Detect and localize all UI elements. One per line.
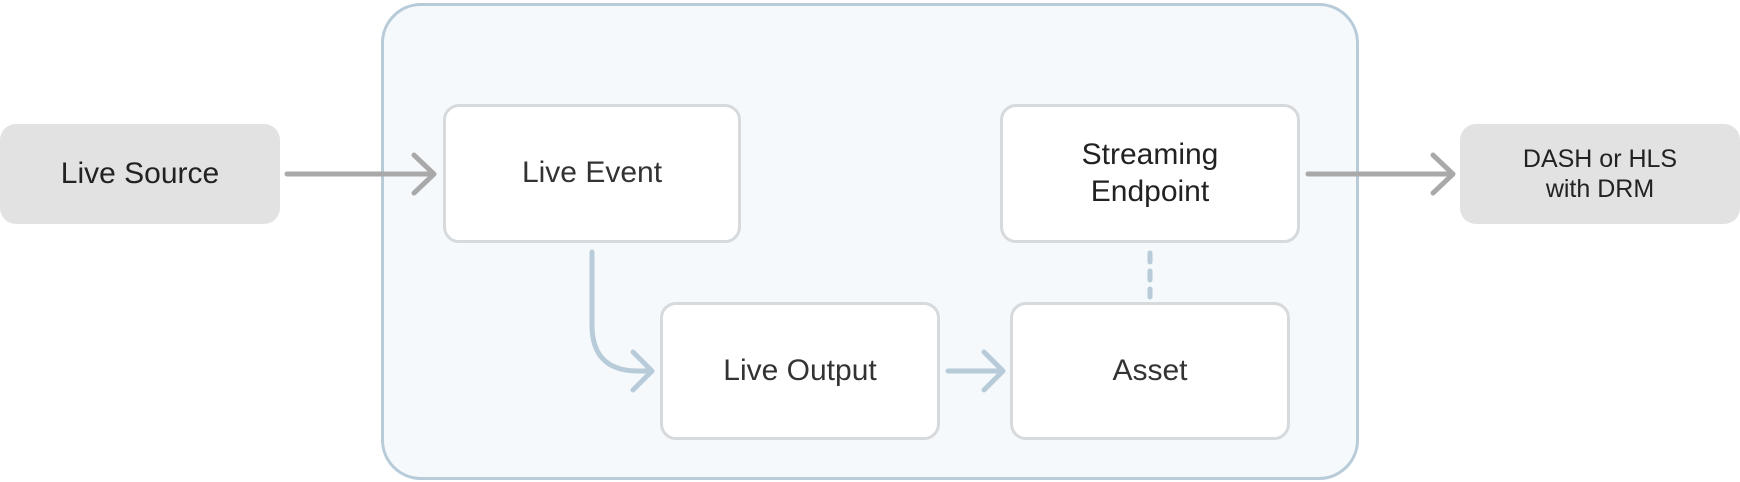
streaming-endpoint-label: Streaming Endpoint (1082, 137, 1219, 210)
live-output-label: Live Output (723, 353, 877, 387)
arrow-live-source-to-live-event (284, 152, 437, 196)
asset-node: Asset (1010, 302, 1290, 440)
asset-label: Asset (1112, 353, 1188, 387)
live-source-label: Live Source (60, 156, 220, 190)
streaming-endpoint-node: Streaming Endpoint (1000, 104, 1300, 243)
dash-hls-drm-label-line-1: DASH or HLS (1522, 144, 1678, 173)
live-output-node: Live Output (660, 302, 940, 440)
live-event-node: Live Event (443, 104, 741, 243)
arrow-live-output-to-asset (945, 349, 1006, 393)
streaming-endpoint-label-line-2: Endpoint (1090, 174, 1210, 208)
live-source-node: Live Source (0, 124, 280, 224)
dash-hls-drm-label-line-2: with DRM (1545, 175, 1655, 203)
arrow-live-event-to-live-output (589, 249, 655, 393)
dash-hls-drm-label: DASH or HLS with DRM (1523, 144, 1677, 205)
dash-hls-drm-node: DASH or HLS with DRM (1460, 124, 1740, 224)
live-event-label: Live Event (521, 156, 663, 190)
arrow-streaming-endpoint-to-output (1305, 152, 1456, 196)
streaming-endpoint-label-line-1: Streaming (1081, 137, 1219, 171)
